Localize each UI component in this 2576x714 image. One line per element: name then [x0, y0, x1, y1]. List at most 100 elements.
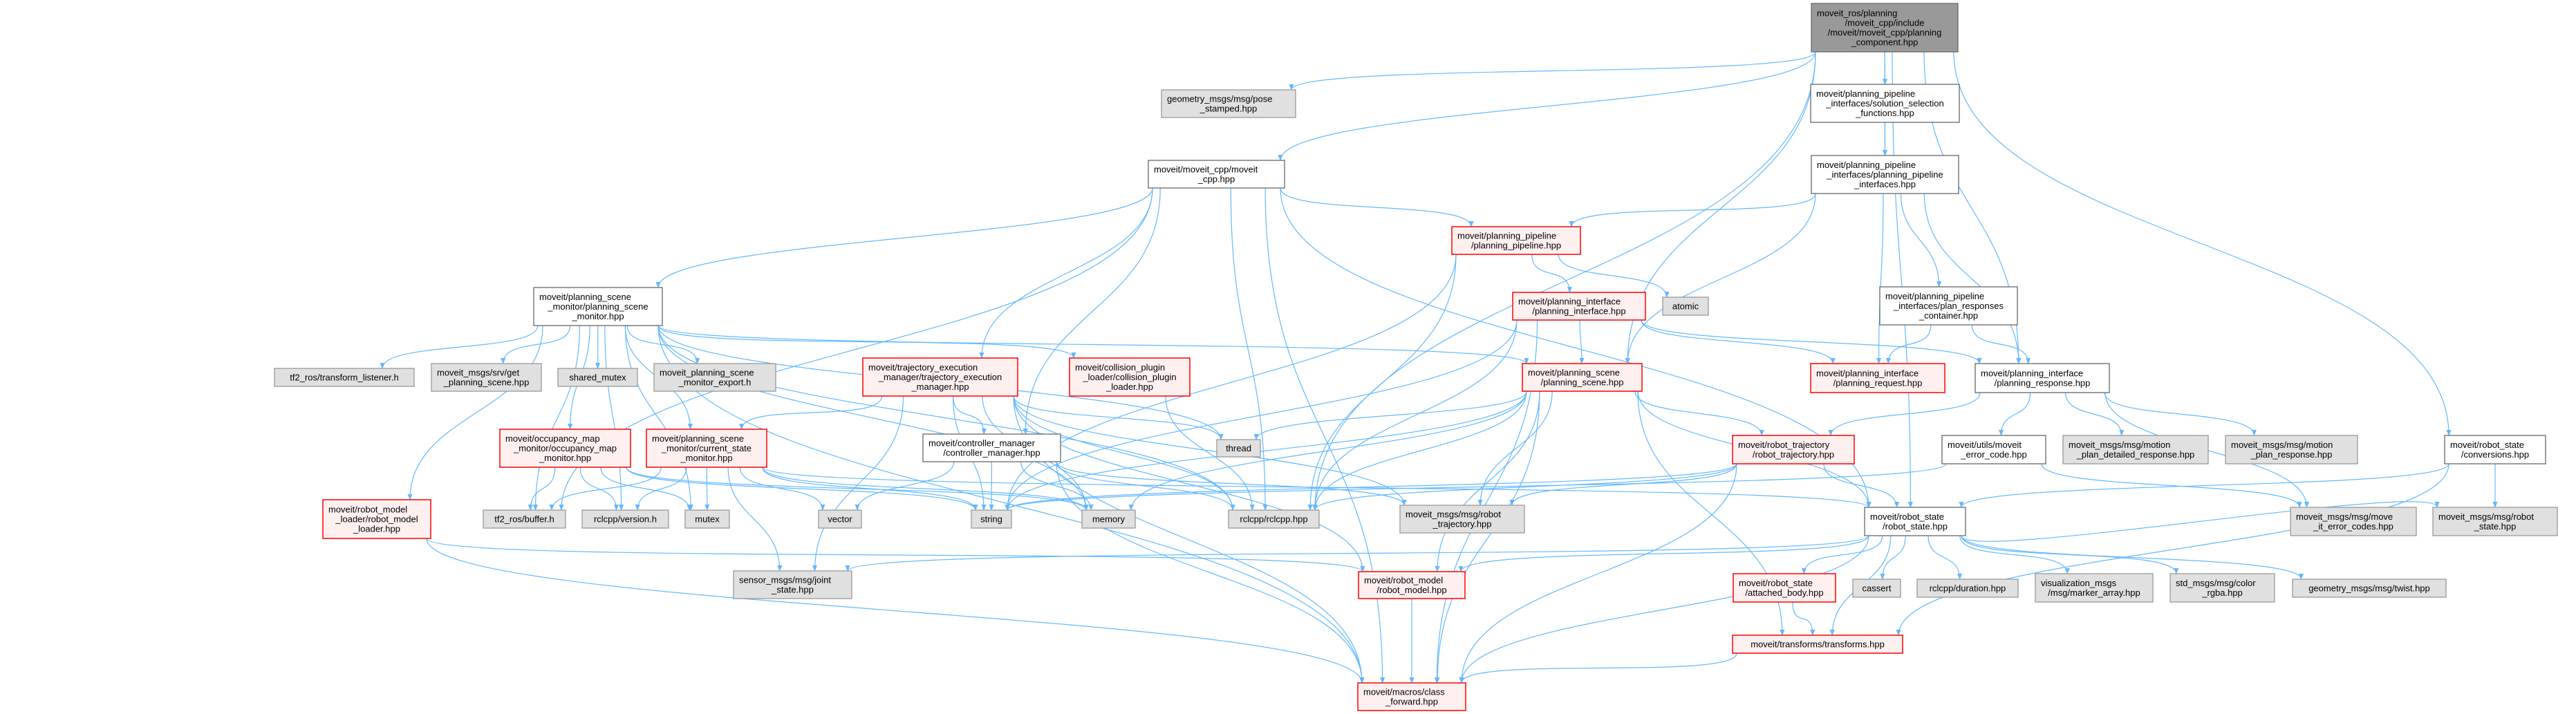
node-err[interactable]: moveit/utils/moveit_error_code.hpp [1941, 435, 2046, 464]
node-pi[interactable]: moveit/planning_interface/planning_inter… [1512, 292, 1646, 321]
node-label-line: _monitor_export.h [678, 377, 752, 388]
node-label-line: moveit_msgs/msg/move [2296, 511, 2393, 522]
edge-ps-to-thread [1253, 391, 1527, 440]
node-box [1357, 682, 1466, 711]
node-label-line: _state.hpp [2474, 521, 2517, 532]
edge-conv-to-tf [1896, 463, 2449, 636]
node-label-line: _interfaces.hpp [1854, 179, 1916, 189]
node-conv[interactable]: moveit/robot_state/conversions.hpp [2444, 435, 2546, 464]
node-mcpp[interactable]: moveit/moveit_cpp/moveit_cpp.hpp [1148, 160, 1285, 189]
node-js: sensor_msgs/msg/joint_state.hpp [733, 570, 852, 599]
edge-rs-to-viz [1959, 535, 2070, 574]
edge-ab-to-tf [1792, 601, 1816, 636]
node-cf[interactable]: moveit/macros/class_forward.hpp [1357, 682, 1466, 711]
node-box [1732, 635, 1903, 654]
node-vector: vector [818, 509, 862, 529]
node-pose: geometry_msgs/msg/pose_stamped.hpp [1161, 89, 1296, 118]
node-label-line: moveit/robot_model [328, 505, 407, 515]
node-tfl: tf2_ros/transform_listener.h [274, 368, 415, 387]
node-label-line: moveit/trajectory_execution [868, 362, 978, 373]
edge-pp-to-rclcpp [1307, 254, 1457, 511]
node-label-line: _manager/trajectory_execution [878, 372, 1002, 382]
node-omm[interactable]: moveit/occupancy_map_monitor/occupancy_m… [499, 429, 631, 468]
edge-omm-to-string [626, 467, 978, 511]
node-rs[interactable]: moveit/robot_state/robot_state.hpp [1864, 507, 1966, 536]
edge-rs-to-rm [1458, 535, 1869, 572]
node-box [1228, 509, 1320, 529]
node-box [557, 368, 638, 387]
edge-pi-to-req [1641, 319, 1836, 364]
node-label-line: /conversions.hpp [2461, 449, 2529, 460]
node-label-line: moveit/planning_interface [1981, 368, 2083, 379]
node-tem[interactable]: moveit/trajectory_execution_manager/traj… [862, 357, 1018, 397]
node-label-line: _plan_response.hpp [2250, 449, 2333, 460]
node-cpl[interactable]: moveit/collision_plugin_loader/collision… [1069, 357, 1191, 397]
edge-psm-to-tfl [380, 325, 539, 369]
node-label-line: moveit/planning_interface [1816, 368, 1919, 379]
edge-pi-to-ps [1579, 319, 1585, 364]
node-label-line: _monitor.hpp [539, 453, 591, 463]
node-label-line: vector [828, 514, 852, 525]
edge-psm-to-ps [657, 325, 1529, 364]
edge-prc-to-resp [1971, 324, 2031, 364]
node-prc[interactable]: moveit/planning_pipeline_interfaces/plan… [1879, 286, 2018, 326]
edge-csm-to-js [727, 467, 783, 572]
node-label-line: geometry_msgs/msg/pose [1167, 94, 1272, 104]
node-label-line: /planning_scene.hpp [1541, 377, 1624, 388]
node-label-line: _plan_detailed_response.hpp [2076, 449, 2195, 460]
node-label-line: moveit/robot_state [2450, 440, 2524, 450]
node-label-line: _monitor/occupancy_map [513, 443, 617, 453]
node-psm[interactable]: moveit/planning_scene_monitor/planning_s… [533, 287, 663, 326]
edge-pi-to-string [1005, 319, 1518, 511]
node-label-line: /robot_model.hpp [1376, 585, 1446, 595]
edge-err-to-mec [2041, 463, 2302, 508]
node-cm[interactable]: moveit/controller_manager/controller_man… [922, 433, 1061, 462]
node-label-line: /planning_interface.hpp [1532, 306, 1625, 317]
node-ab[interactable]: moveit/robot_state/attached_body.hpp [1733, 573, 1836, 603]
node-memory: memory [1081, 509, 1136, 529]
edge-omm-to-mutex [600, 467, 692, 511]
node-rml[interactable]: moveit/robot_model_loader/robot_model_lo… [322, 499, 431, 539]
node-root[interactable]: moveit_ros/planning/moveit_cpp/include/m… [1811, 3, 1959, 53]
node-ssf[interactable]: moveit/planning_pipeline_interfaces/solu… [1810, 84, 1960, 123]
node-rtraj[interactable]: moveit/robot_trajectory/robot_trajectory… [1732, 435, 1855, 464]
node-label-line: _monitor/planning_scene [547, 301, 648, 312]
nodes-layer: moveit_ros/planning/moveit_cpp/include/m… [274, 3, 2558, 711]
node-req[interactable]: moveit/planning_interface/planning_reque… [1810, 363, 1945, 393]
node-mrt: moveit_msgs/msg/robot_trajectory.hpp [1399, 505, 1525, 534]
node-mrs: moveit_msgs/msg/robot_state.hpp [2432, 507, 2558, 536]
node-resp[interactable]: moveit/planning_interface/planning_respo… [1975, 363, 2110, 393]
node-box [862, 357, 1018, 397]
node-pp[interactable]: moveit/planning_pipeline/planning_pipeli… [1451, 226, 1581, 255]
node-ps[interactable]: moveit/planning_scene/planning_scene.hpp [1522, 363, 1643, 392]
node-box [274, 368, 415, 387]
node-label-line: _cpp.hpp [1197, 174, 1235, 185]
node-ppi[interactable]: moveit/planning_pipeline_interfaces/plan… [1811, 155, 1959, 194]
node-box [1451, 226, 1581, 255]
node-box [1732, 435, 1855, 464]
node-label-line: _monitor/current_state [661, 443, 752, 453]
node-box [1522, 363, 1643, 392]
node-box [1216, 439, 1261, 458]
node-label-line: memory [1092, 514, 1125, 525]
node-label-line: /attached_body.hpp [1745, 588, 1823, 598]
node-csm[interactable]: moveit/planning_scene_monitor/current_st… [646, 429, 767, 468]
node-twist: geometry_msgs/msg/twist.hpp [2292, 579, 2447, 598]
node-box [1811, 155, 1959, 194]
edge-root-to-conv [1953, 51, 2452, 436]
node-box [1161, 89, 1296, 118]
node-tf[interactable]: moveit/transforms/transforms.hpp [1732, 635, 1903, 654]
node-label-line: _functions.hpp [1855, 108, 1914, 118]
node-label-line: moveit/robot_model [1364, 575, 1443, 585]
node-label-line: mutex [695, 514, 720, 525]
edge-root-to-rclcpp [1312, 51, 1816, 511]
node-box [2225, 435, 2358, 464]
node-label-line: _forward.hpp [1385, 697, 1438, 707]
node-label-line: _interfaces/planning_pipeline [1826, 169, 1943, 180]
node-label-line: moveit/collision_plugin [1075, 362, 1165, 373]
node-rgba: std_msgs/msg/color_rgba.hpp [2169, 573, 2275, 603]
edge-csm-to-buf [549, 467, 662, 511]
node-label-line: moveit/controller_manager [928, 438, 1036, 449]
node-rm[interactable]: moveit/robot_model/robot_model.hpp [1358, 571, 1466, 599]
